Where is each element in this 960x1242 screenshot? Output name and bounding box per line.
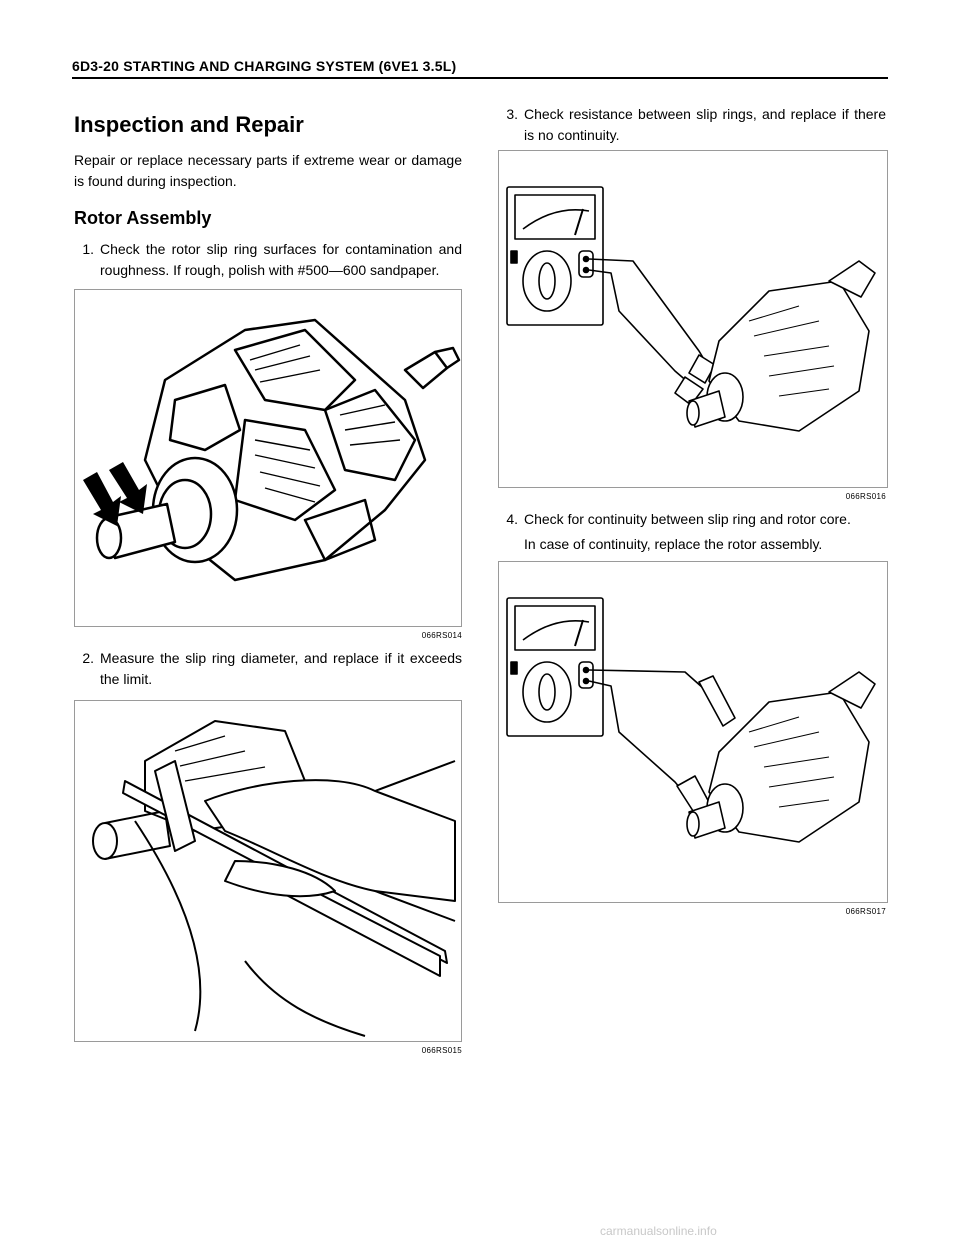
figure-continuity-rings <box>498 150 888 488</box>
right-column: 3. Check resistance between slip rings, … <box>498 104 888 916</box>
step-text: Check for continuity between slip ring a… <box>524 511 851 527</box>
left-column: Inspection and Repair Repair or replace … <box>74 108 462 1055</box>
figure-caption: 066RS014 <box>421 631 462 640</box>
step-number: 3. <box>506 106 518 122</box>
figure-continuity-core <box>498 561 888 903</box>
figure-rotor <box>74 289 462 627</box>
step-4: 4. Check for continuity between slip rin… <box>498 509 886 530</box>
watermark: carmanualsonline.info <box>600 1224 717 1238</box>
step-2: 2. Measure the slip ring diameter, and r… <box>74 648 462 690</box>
step-4-note: In case of continuity, replace the rotor… <box>524 536 823 552</box>
figure-caption: 066RS015 <box>421 1046 462 1055</box>
step-text: Measure the slip ring diameter, and repl… <box>100 650 462 687</box>
intro-paragraph: Repair or replace necessary parts if ext… <box>74 152 462 189</box>
step-number: 2. <box>82 650 94 666</box>
ohmmeter-core-illustration <box>506 597 876 843</box>
ohmmeter-rings-illustration <box>506 186 876 432</box>
figure-caliper <box>74 700 462 1042</box>
figure-caption: 066RS016 <box>845 492 886 501</box>
page-header: 6D3-20 STARTING AND CHARGING SYSTEM (6VE… <box>72 58 888 79</box>
step-text: Check resistance between slip rings, and… <box>524 106 886 143</box>
caliper-illustration <box>92 720 456 1037</box>
section-heading: Inspection and Repair <box>74 112 304 137</box>
step-number: 1. <box>82 241 94 257</box>
subsection-heading: Rotor Assembly <box>74 208 212 228</box>
step-text: Check the rotor slip ring surfaces for c… <box>100 241 462 278</box>
rotor-illustration <box>83 318 461 582</box>
step-1: 1. Check the rotor slip ring surfaces fo… <box>74 239 462 281</box>
step-3: 3. Check resistance between slip rings, … <box>498 104 886 146</box>
step-number: 4. <box>506 511 518 527</box>
figure-caption: 066RS017 <box>845 907 886 916</box>
